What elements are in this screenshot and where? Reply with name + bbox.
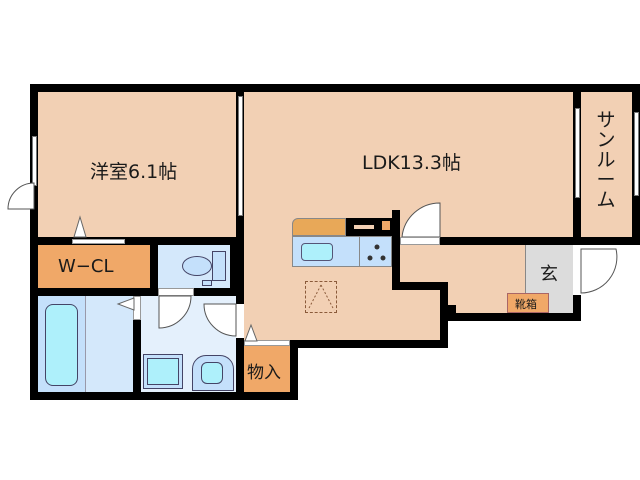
wall-storage-right (290, 340, 298, 400)
wall-ldk-step (392, 282, 448, 290)
sunroom (581, 92, 632, 237)
wall-western-ldk (236, 92, 244, 400)
ldk-room (244, 92, 573, 237)
western-room (38, 92, 236, 237)
kitchen-sink (301, 243, 333, 261)
wall-ldk-hall (440, 237, 581, 245)
window-western-ldk (238, 96, 243, 216)
wall-kitchen-right (392, 210, 400, 290)
door-bath-arrow (116, 297, 135, 311)
door-entrance-opening (573, 245, 581, 295)
wall-bottom-left (30, 392, 298, 400)
wall-hall-bottom (448, 313, 581, 321)
window-sunroom-right (634, 112, 639, 196)
door-entrance (580, 248, 618, 294)
storage-label: 物入 (247, 363, 281, 383)
kitchen-rangehood (354, 225, 374, 229)
door-storage-arrow (244, 323, 258, 342)
wall-top (30, 84, 640, 92)
wall-bath-wash (133, 296, 141, 392)
door-ldk-hall (401, 202, 441, 238)
sunroom-label: サンルーム (596, 109, 616, 211)
refrigerator-space-mark (307, 284, 335, 311)
bathtub (45, 304, 78, 386)
door-storage-opening (244, 340, 290, 346)
shoe-box (507, 293, 549, 313)
door-western-opening (72, 239, 125, 244)
toilet-bowl (182, 256, 212, 276)
kitchen-counter-top (292, 218, 346, 236)
wall-toilet-right (230, 245, 236, 296)
kitchen-small-cabinet (382, 221, 390, 230)
refrigerator-space (305, 281, 337, 313)
shoe-box-label: 靴箱 (515, 298, 537, 311)
walk-in-closet-label: W−CL (58, 256, 114, 277)
wall-hall-left-lower (448, 305, 456, 321)
storage-closet (244, 345, 290, 392)
door-toilet-opening (158, 288, 194, 296)
door-toilet (158, 295, 192, 329)
door-western-exterior (7, 182, 35, 210)
door-washroom (203, 303, 237, 337)
wall-ldk-bottom (290, 340, 448, 348)
door-washroom-opening (236, 304, 244, 338)
toilet-paper (202, 280, 212, 286)
window-western-left (32, 136, 37, 186)
washing-machine-inner (147, 358, 179, 385)
door-ldk-hall-opening (400, 237, 440, 245)
wall-wcl-bottom (38, 288, 236, 296)
stove-burners-icon (367, 244, 386, 261)
wash-basin-bowl (201, 362, 223, 384)
entrance-label: 玄 (540, 264, 558, 285)
window-ldk-sunroom (575, 108, 580, 198)
toilet-tank (212, 251, 226, 281)
wall-western-bottom (38, 237, 244, 245)
wall-sunroom-bottom (573, 237, 640, 245)
ldk-label: LDK13.3帖 (362, 152, 461, 174)
stove-divider (359, 236, 360, 267)
walk-in-closet (38, 245, 150, 288)
wall-left (30, 84, 38, 400)
wall-ldk-sunroom (573, 92, 581, 321)
western-room-label: 洋室6.1帖 (90, 161, 178, 183)
wall-ldk-lower-right (440, 290, 448, 348)
door-western-arrow (73, 215, 87, 238)
wall-wcl-toilet (150, 245, 158, 296)
